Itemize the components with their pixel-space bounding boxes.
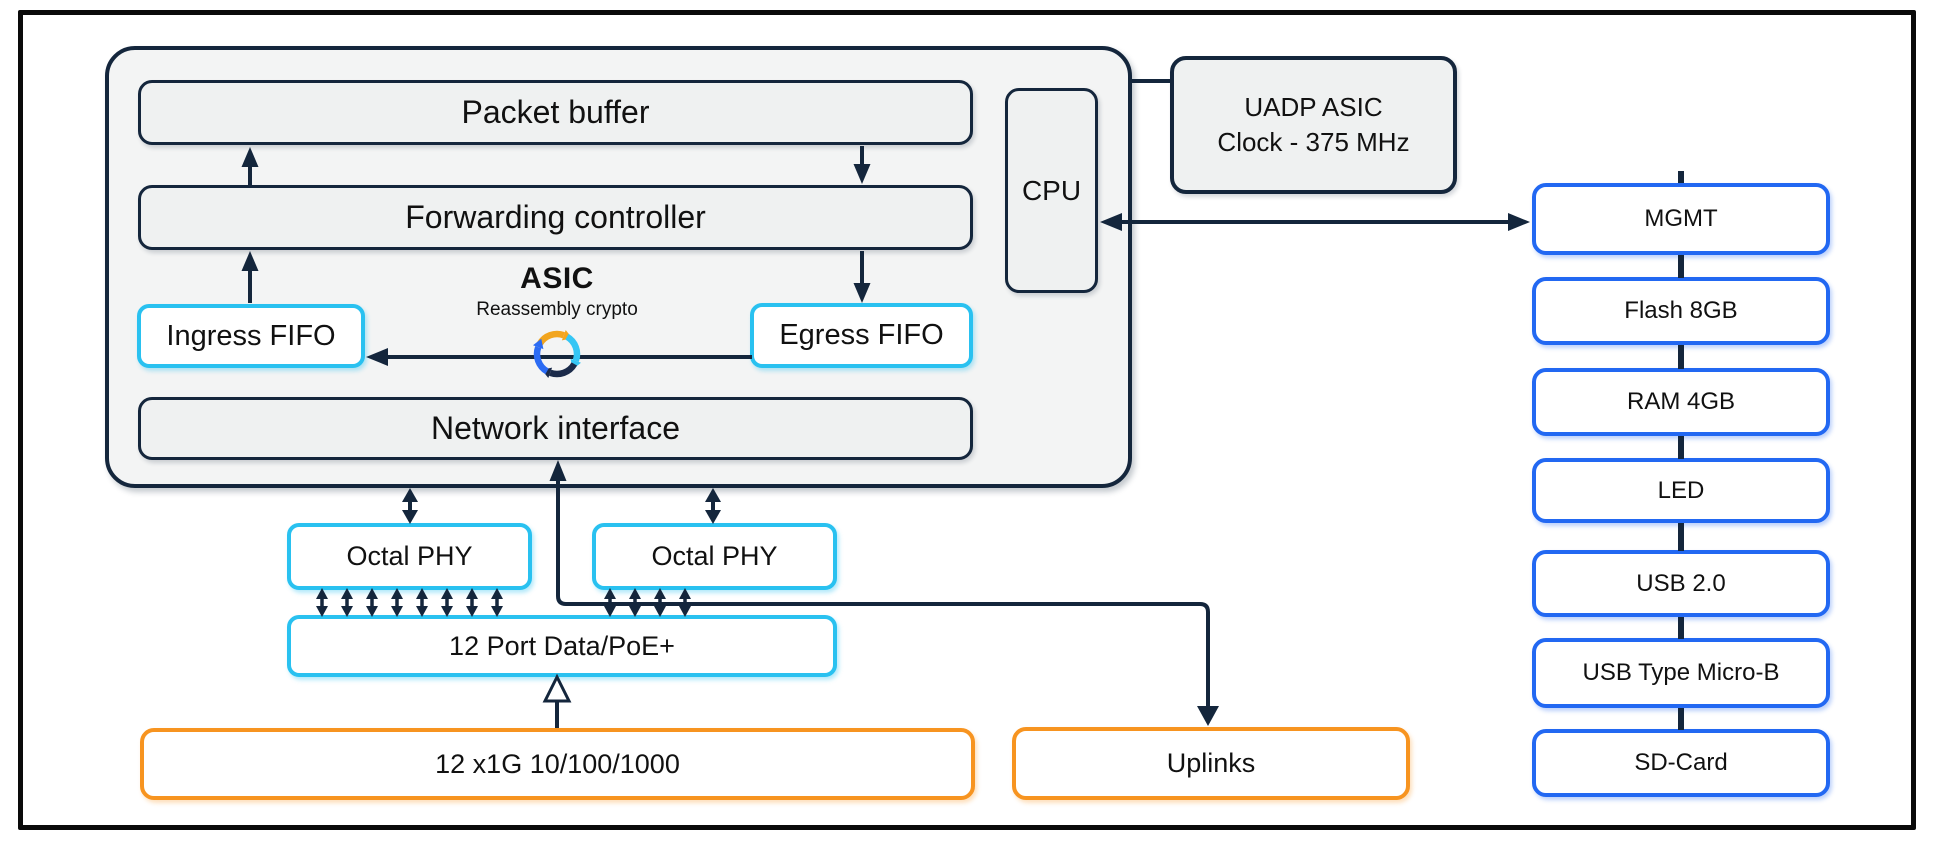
peripheral-led-label: LED bbox=[1657, 476, 1705, 504]
asic-label: ASIC bbox=[520, 262, 594, 295]
octal-phy-left-box: Octal PHY bbox=[287, 523, 532, 590]
peripheral-mgmt-label: MGMT bbox=[1644, 205, 1718, 232]
outer-frame bbox=[18, 10, 1916, 830]
peripheral-ram-label: RAM 4GB bbox=[1626, 388, 1736, 415]
peripheral-usb-micro-box: USB Type Micro-B bbox=[1532, 638, 1830, 708]
uplinks-box: Uplinks bbox=[1012, 727, 1410, 800]
cpu-box: CPU bbox=[1005, 88, 1098, 293]
port-data-poe-box: 12 Port Data/PoE+ bbox=[287, 615, 837, 677]
asic-sublabel: Reassembly crypto bbox=[476, 299, 638, 320]
ingress-fifo-box: Ingress FIFO bbox=[137, 304, 365, 368]
uadp-clock-line2: Clock - 375 MHz bbox=[1217, 127, 1410, 157]
downlinks-box: 12 x1G 10/100/1000 bbox=[140, 728, 975, 800]
port-data-poe-label: 12 Port Data/PoE+ bbox=[449, 630, 675, 661]
cpu-label: CPU bbox=[1021, 174, 1082, 206]
peripheral-usb-micro-label: USB Type Micro-B bbox=[1582, 659, 1780, 686]
octal-phy-right-label: Octal PHY bbox=[651, 541, 778, 571]
peripheral-flash-box: Flash 8GB bbox=[1532, 277, 1830, 345]
peripheral-usb2-label: USB 2.0 bbox=[1636, 569, 1726, 597]
egress-fifo-label: Egress FIFO bbox=[779, 319, 944, 351]
peripheral-sdcard-box: SD-Card bbox=[1532, 729, 1830, 797]
uplinks-label: Uplinks bbox=[1166, 748, 1256, 778]
peripheral-flash-label: Flash 8GB bbox=[1624, 297, 1738, 324]
octal-phy-left-label: Octal PHY bbox=[346, 541, 473, 571]
peripheral-ram-box: RAM 4GB bbox=[1532, 368, 1830, 436]
octal-phy-right-box: Octal PHY bbox=[592, 523, 837, 590]
peripheral-sdcard-label: SD-Card bbox=[1634, 749, 1728, 776]
network-interface-box: Network interface bbox=[138, 397, 973, 460]
peripheral-usb2-box: USB 2.0 bbox=[1532, 550, 1830, 617]
peripheral-mgmt-box: MGMT bbox=[1532, 183, 1830, 255]
packet-buffer-label: Packet buffer bbox=[461, 94, 650, 130]
uadp-clock-box: UADP ASIC Clock - 375 MHz bbox=[1170, 56, 1457, 194]
forwarding-controller-box: Forwarding controller bbox=[138, 185, 973, 250]
ingress-fifo-label: Ingress FIFO bbox=[166, 319, 336, 352]
egress-fifo-box: Egress FIFO bbox=[750, 303, 973, 368]
uadp-clock-line1: UADP ASIC bbox=[1244, 91, 1383, 122]
forwarding-controller-label: Forwarding controller bbox=[405, 199, 706, 235]
peripheral-led-box: LED bbox=[1532, 458, 1830, 523]
packet-buffer-box: Packet buffer bbox=[138, 80, 973, 145]
downlinks-label: 12 x1G 10/100/1000 bbox=[435, 748, 680, 779]
network-interface-label: Network interface bbox=[431, 410, 680, 446]
